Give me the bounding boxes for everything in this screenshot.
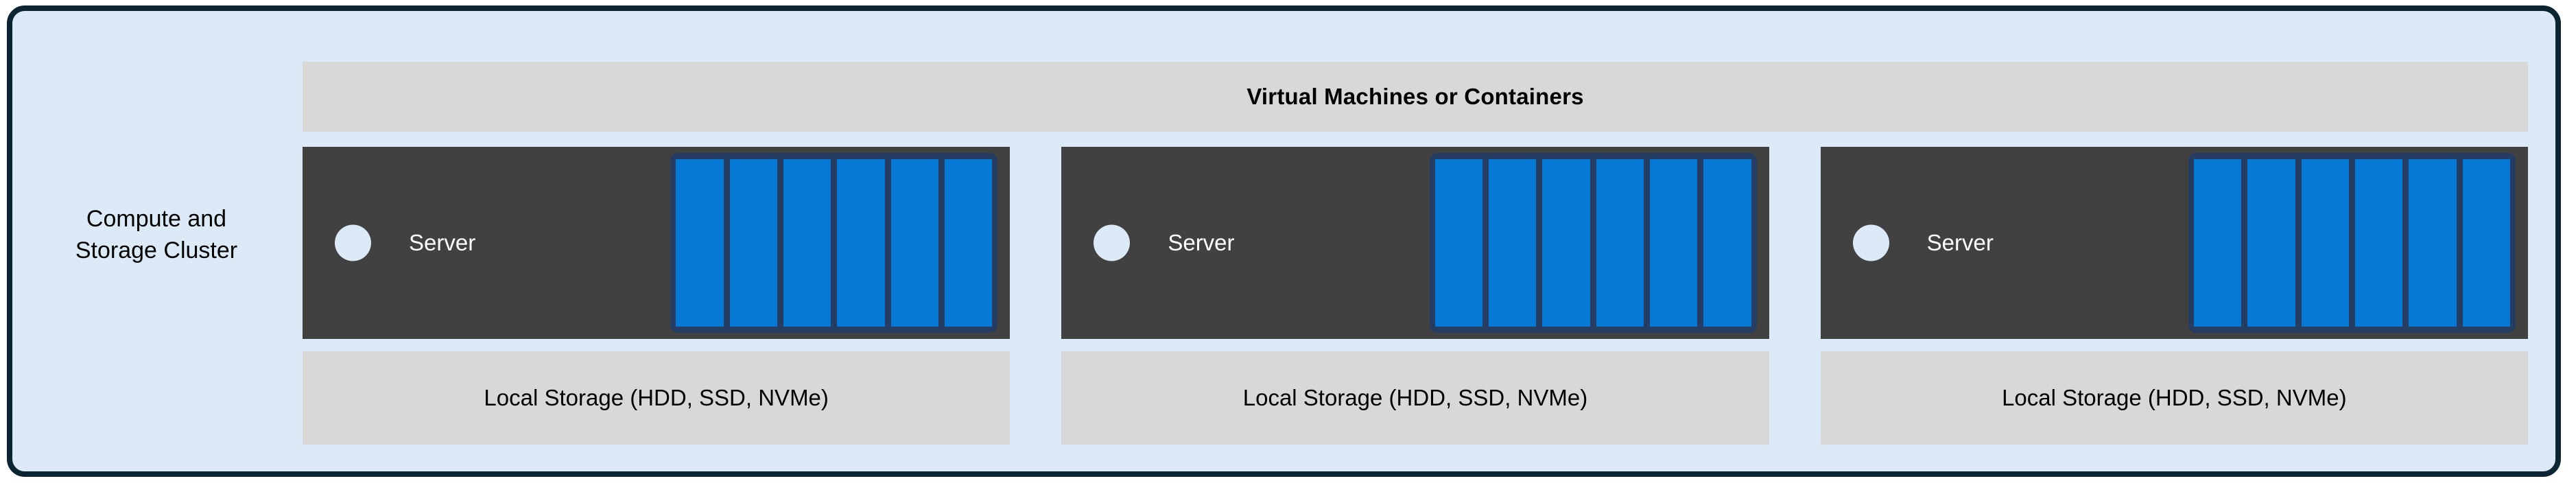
virtual-machines-banner: Virtual Machines or Containers — [303, 62, 2528, 132]
drive-slot-icon — [2409, 159, 2457, 327]
drive-slot-icon — [1596, 159, 1644, 327]
drive-slot-icon — [1649, 159, 1698, 327]
server-node: Server Local Storage (HDD, SSD, NVMe) — [303, 147, 1011, 445]
server-label: Server — [1926, 230, 1994, 255]
drive-slot-icon — [2462, 159, 2510, 327]
server-chassis: Server — [1061, 147, 1769, 339]
drive-slot-icon — [2193, 159, 2242, 327]
drive-slot-icon — [676, 159, 724, 327]
drive-slot-icon — [890, 159, 938, 327]
drive-bay — [2188, 153, 2516, 333]
drive-slot-icon — [783, 159, 831, 327]
local-storage-label: Local Storage (HDD, SSD, NVMe) — [2002, 385, 2347, 410]
server-label: Server — [1168, 230, 1235, 255]
compute-storage-cluster-frame: Compute and Storage Cluster Virtual Mach… — [7, 5, 2561, 477]
server-label: Server — [409, 230, 476, 255]
server-chassis: Server — [303, 147, 1011, 339]
server-node: Server Local Storage (HDD, SSD, NVMe) — [1061, 147, 1769, 445]
status-led-icon — [1094, 224, 1131, 261]
server-node: Server Local Storage (HDD, SSD, NVMe) — [1820, 147, 2528, 445]
drive-bay — [670, 153, 998, 333]
drive-slot-icon — [2247, 159, 2295, 327]
cluster-label: Compute and Storage Cluster — [75, 206, 238, 263]
server-node-row: Server Local Storage (HDD, SSD, NVMe) Se… — [303, 147, 2528, 445]
drive-slot-icon — [2301, 159, 2349, 327]
drive-slot-icon — [2354, 159, 2403, 327]
drive-slot-icon — [1488, 159, 1537, 327]
drive-slot-icon — [1703, 159, 1751, 327]
local-storage-label: Local Storage (HDD, SSD, NVMe) — [484, 385, 829, 410]
drive-slot-icon — [1542, 159, 1590, 327]
drive-slot-icon — [837, 159, 885, 327]
local-storage-band: Local Storage (HDD, SSD, NVMe) — [1061, 351, 1769, 445]
drive-slot-icon — [944, 159, 993, 327]
local-storage-band: Local Storage (HDD, SSD, NVMe) — [1820, 351, 2528, 445]
local-storage-band: Local Storage (HDD, SSD, NVMe) — [303, 351, 1011, 445]
drive-slot-icon — [729, 159, 777, 327]
server-chassis: Server — [1820, 147, 2528, 339]
virtual-machines-banner-title: Virtual Machines or Containers — [1246, 84, 1584, 109]
status-led-icon — [1852, 224, 1889, 261]
drive-bay — [1429, 153, 1757, 333]
local-storage-label: Local Storage (HDD, SSD, NVMe) — [1242, 385, 1588, 410]
status-led-icon — [335, 224, 371, 261]
drive-slot-icon — [1434, 159, 1482, 327]
